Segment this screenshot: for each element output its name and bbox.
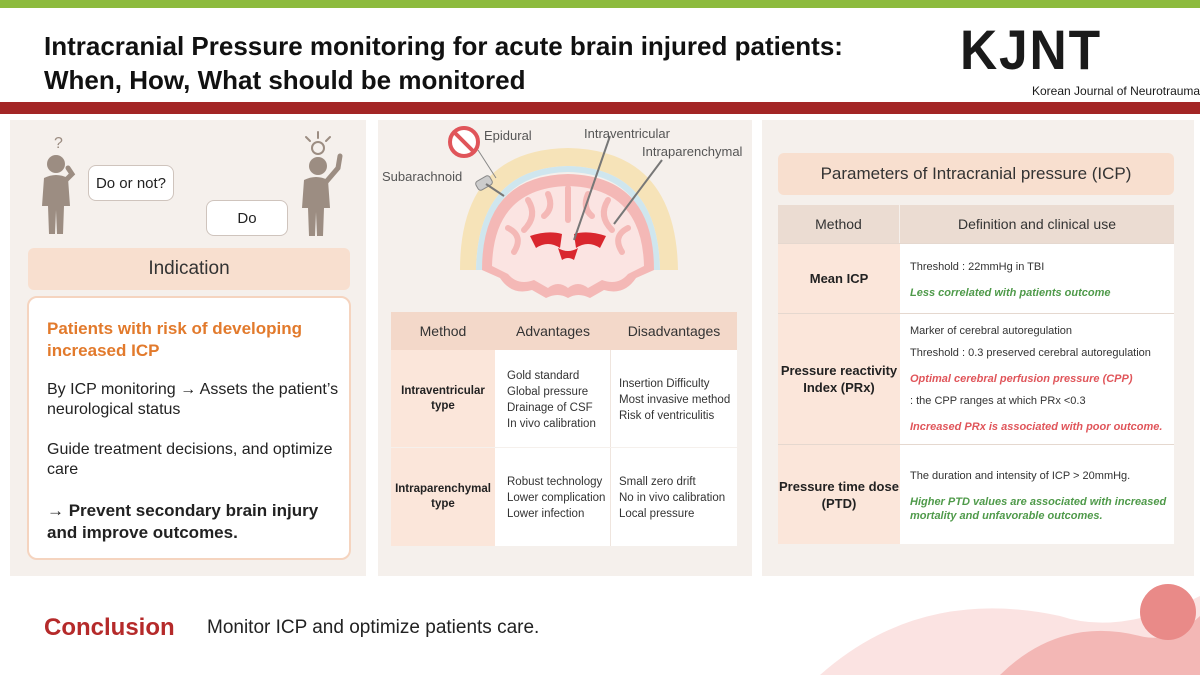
definition-line: Marker of cerebral autoregulation (910, 325, 1073, 337)
question-bubble: Do or not? (88, 165, 174, 201)
advantage-item: In vivo calibration (507, 418, 596, 430)
brain-illustration (448, 126, 678, 298)
label-intraventricular: Intraventricular (584, 126, 670, 141)
disadvantage-item: No in vivo calibration (619, 492, 726, 504)
logo-mark: KJNT (960, 18, 1102, 81)
parameter-row-mean-icp: Mean ICP Threshold : 22mmHg in TBI Less … (778, 243, 1174, 313)
definition-line: Threshold : 22mmHg in TBI (910, 261, 1045, 273)
question-bubble-text: Do or not? (95, 174, 167, 192)
definition-line: The duration and intensity of ICP > 20mm… (910, 470, 1131, 482)
answer-bubble-text: Do (237, 209, 257, 227)
methods-row-intraventricular: Intraventricular type (391, 350, 495, 447)
label-subarachnoid: Subarachnoid (382, 169, 463, 184)
prohibited-icon (448, 126, 480, 158)
indication-risk: Patients with risk of developing increas… (47, 319, 303, 360)
label-intraparenchymal: Intraparenchymal (642, 144, 743, 159)
conclusion-label: Conclusion (44, 614, 175, 641)
parameter-name: Pressure time dose (PTD) (778, 445, 900, 544)
disadvantage-item: Most invasive method (619, 394, 731, 406)
parameters-col-method: Method (778, 205, 900, 243)
parameter-definition: Threshold : 22mmHg in TBI Less correlate… (900, 244, 1174, 313)
disadvantage-item: Risk of ventriculitis (619, 410, 715, 422)
answer-bubble: Do (206, 200, 288, 236)
red-divider-bar (0, 102, 1200, 114)
advantage-item: Gold standard (507, 370, 580, 382)
definition-line: : the CPP ranges at which PRx <0.3 (910, 395, 1086, 407)
parameter-definition: Marker of cerebral autoregulation Thresh… (900, 314, 1174, 444)
disadvantage-item: Local pressure (619, 508, 695, 520)
question-mark: ? (54, 135, 63, 152)
idea-person-icon (302, 131, 343, 236)
page-title: Intracranial Pressure monitoring for acu… (44, 29, 843, 97)
indication-text-1: By ICP monitoring → Assets the patient’s… (47, 381, 339, 418)
parameter-row-ptd: Pressure time dose (PTD) The duration an… (778, 444, 1174, 544)
advantage-item: Lower infection (507, 508, 585, 520)
parameters-title: Parameters of Intracranial pressure (ICP… (778, 153, 1174, 195)
journal-logo: KJNT Korean Journal of Neurotrauma (960, 18, 1200, 102)
intraventricular-disadvantages: Insertion Difficulty Most invasive metho… (611, 350, 737, 447)
methods-col-disadvantages: Disadvantages (611, 312, 737, 350)
methods-col-method: Method (391, 312, 495, 350)
parameter-definition: The duration and intensity of ICP > 20mm… (900, 445, 1174, 544)
methods-panel: Epidural Subarachnoid Intraventricular I… (378, 120, 752, 576)
conclusion-text: Monitor ICP and optimize patients care. (207, 617, 540, 638)
indication-text-3: → Prevent secondary brain injury and imp… (47, 501, 319, 542)
advantage-item: Lower complication (507, 492, 606, 504)
top-green-bar (0, 0, 1200, 8)
indication-text-2: Guide treatment decisions, and optimize … (47, 441, 333, 478)
methods-row-intraparenchymal: Intraparenchymal type (391, 448, 495, 546)
methods-table: Method Advantages Disadvantages Intraven… (391, 312, 737, 546)
indication-box: Patients with risk of developing increas… (27, 296, 351, 560)
intraventricular-advantages: Gold standard Global pressure Drainage o… (495, 350, 611, 447)
decorative-wave (820, 584, 1200, 675)
title-line-1: Intracranial Pressure monitoring for acu… (44, 31, 843, 61)
thinking-person-icon: ? (42, 135, 76, 234)
intraparenchymal-advantages: Robust technology Lower complication Low… (495, 448, 611, 546)
definition-line-highlight: Optimal cerebral perfusion pressure (CPP… (910, 373, 1133, 385)
disadvantage-item: Small zero drift (619, 476, 696, 488)
parameters-panel: Parameters of Intracranial pressure (ICP… (762, 120, 1194, 576)
conclusion-section: Conclusion Monitor ICP and optimize pati… (0, 576, 1200, 675)
definition-line-highlight: Less correlated with patients outcome (910, 287, 1111, 299)
indication-panel: ? Do or not? Do Indication Patients with… (10, 120, 366, 576)
definition-line: Threshold : 0.3 preserved cerebral autor… (910, 347, 1151, 359)
definition-line-highlight: Increased PRx is associated with poor ou… (910, 421, 1163, 433)
disadvantage-item: Insertion Difficulty (619, 378, 710, 390)
title-line-2: When, How, What should be monitored (44, 65, 526, 95)
definition-line-highlight: Higher PTD values are associated with in… (910, 496, 1167, 522)
label-epidural: Epidural (484, 128, 532, 143)
parameter-name: Mean ICP (778, 244, 900, 313)
intraparenchymal-disadvantages: Small zero drift No in vivo calibration … (611, 448, 737, 546)
logo-subtitle: Korean Journal of Neurotrauma (1032, 84, 1200, 98)
advantage-item: Robust technology (507, 476, 603, 488)
header: Intracranial Pressure monitoring for acu… (0, 8, 1200, 102)
methods-col-advantages: Advantages (495, 312, 611, 350)
parameter-name: Pressure reactivity Index (PRx) (778, 314, 900, 444)
indication-header: Indication (28, 248, 350, 290)
advantage-item: Drainage of CSF (507, 402, 593, 414)
parameter-row-prx: Pressure reactivity Index (PRx) Marker o… (778, 313, 1174, 444)
advantage-item: Global pressure (507, 386, 589, 398)
parameters-col-definition: Definition and clinical use (900, 205, 1174, 243)
